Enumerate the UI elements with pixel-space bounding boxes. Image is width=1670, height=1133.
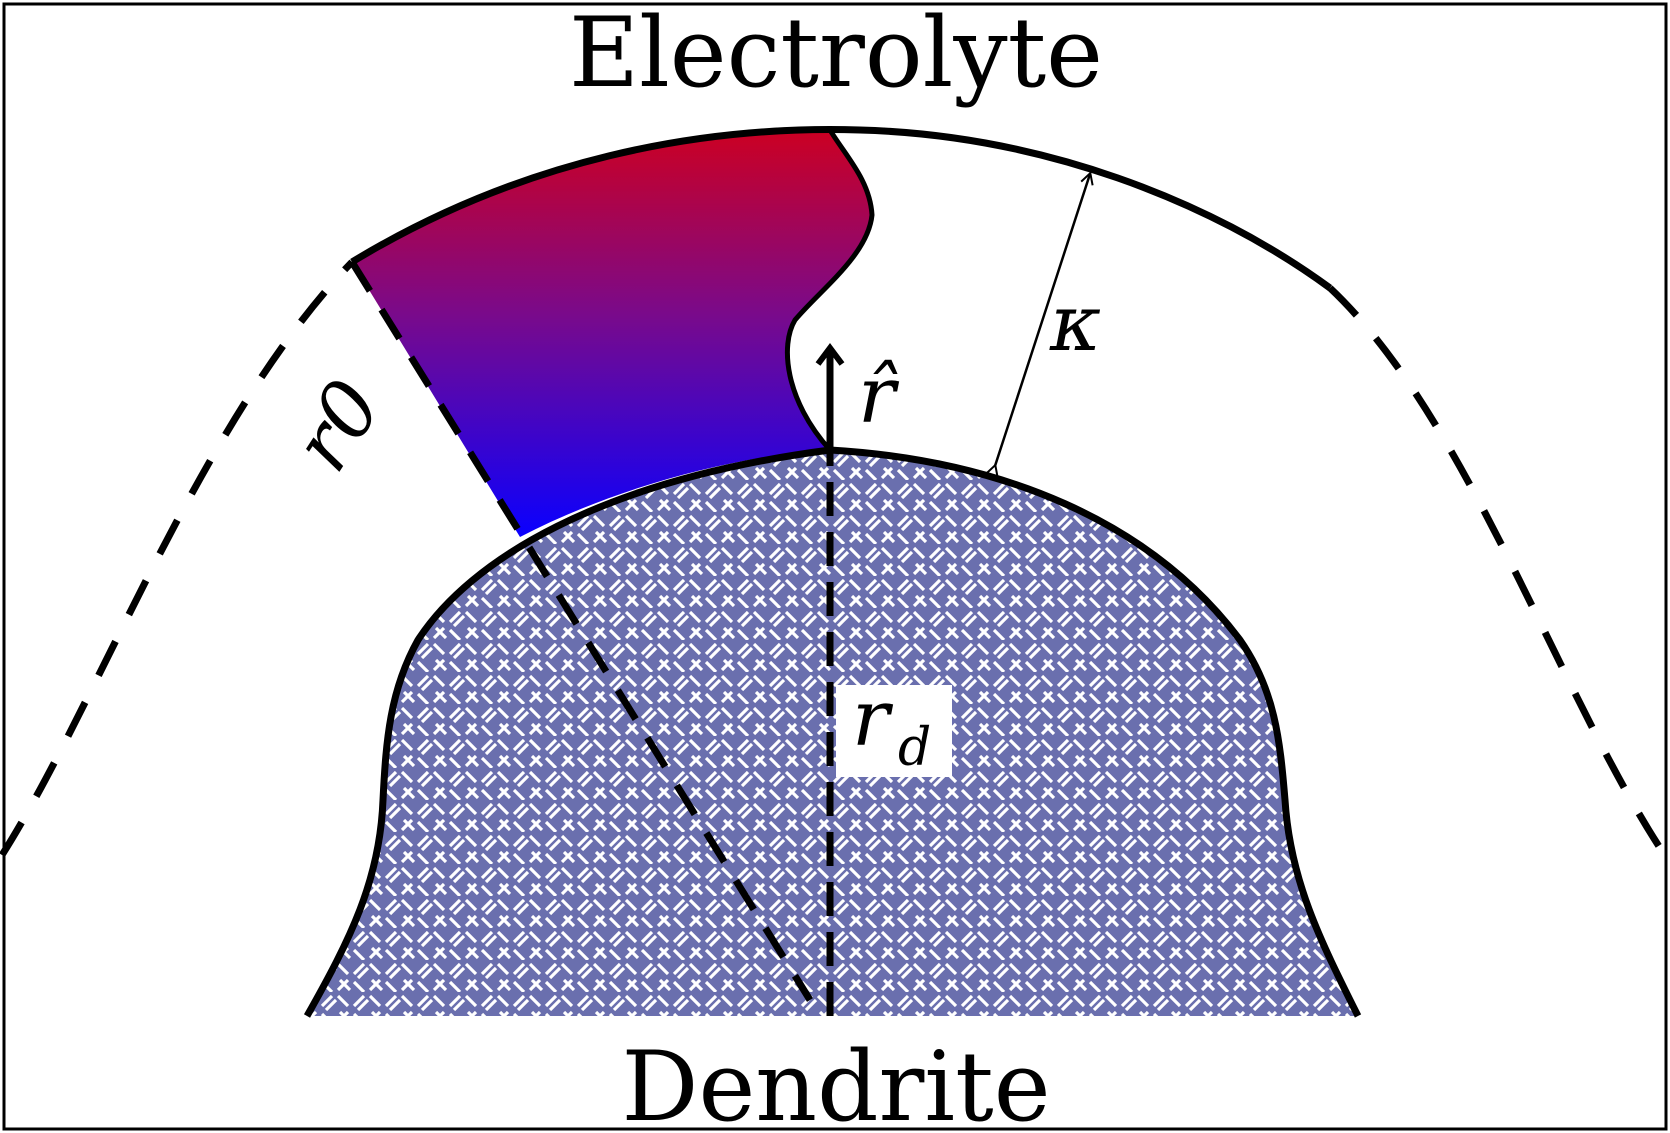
outer-boundary-dashed-right [1327,285,1670,862]
r0-label-group: r0 [277,365,400,487]
r-hat-label: r̂ [858,351,900,441]
gradient-sector [352,130,872,537]
electrolyte-label: Electrolyte [569,0,1103,109]
radius-line-r0 [349,260,813,1002]
kappa-arrow [995,174,1090,466]
dendrite-label: Dendrite [621,1031,1050,1133]
r0-label: r0 [277,365,400,487]
rd-label-box [836,685,952,777]
sector-right-edge [784,128,875,452]
kappa-label: κ [1049,279,1101,369]
rd-label-base: r [852,674,894,764]
rd-label-sub: d [898,718,931,778]
outer-boundary-solid [350,126,1333,291]
outer-boundary-dashed-left [0,259,355,857]
